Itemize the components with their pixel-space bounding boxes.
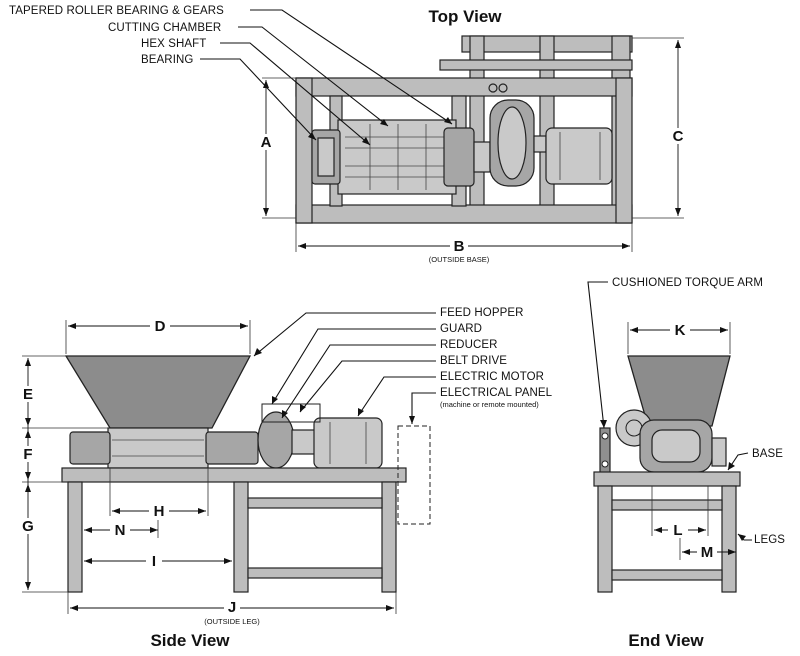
leader-cutting-chamber [238, 26, 389, 127]
end-view: End View CUSHIONED TORQUE ARM BASE LEGS [587, 277, 785, 650]
side-leg [67, 481, 83, 593]
end-base [593, 471, 741, 487]
side-leg [381, 481, 397, 593]
dim-i: I [152, 553, 156, 570]
dim-k: K [675, 322, 686, 339]
end-view-title: End View [628, 631, 704, 650]
side-view: Side View FEED HOPPER GUARD REDUCER BELT… [18, 307, 553, 650]
callout-electric-motor: ELECTRIC MOTOR [440, 371, 544, 383]
leader-electrical-panel [411, 392, 436, 424]
side-view-title: Side View [150, 631, 230, 650]
callout-bearing-gears: TAPERED ROLLER BEARING & GEARS [9, 5, 224, 17]
end-hopper [627, 355, 731, 427]
dim-b-note: (OUTSIDE BASE) [429, 255, 490, 264]
dim-m: M [701, 544, 714, 561]
cutting-chamber-side [107, 427, 209, 469]
dim-d: D [155, 318, 166, 335]
electric-motor-side [313, 417, 383, 469]
callout-base: BASE [752, 448, 783, 460]
dim-f: F [23, 446, 32, 463]
callout-electrical-panel-note: (machine or remote mounted) [440, 400, 539, 409]
leader-hex-shaft [220, 42, 371, 146]
feed-hopper [64, 355, 252, 429]
callout-feed-hopper: FEED HOPPER [440, 307, 524, 319]
reducer-side [257, 411, 295, 469]
leader-belt-drive [299, 360, 436, 413]
dim-l: L [673, 522, 682, 539]
leader-guard [271, 328, 436, 405]
leader-feed-hopper [253, 312, 436, 357]
belt-drive-side [291, 429, 317, 455]
dim-e: E [23, 386, 33, 403]
end-leg [721, 485, 737, 593]
dim-b: B [454, 238, 465, 255]
electric-motor [545, 127, 613, 185]
top-view: Top View [9, 5, 688, 264]
left-base-rail [295, 77, 313, 224]
side-leg [233, 481, 249, 593]
callout-legs: LEGS [754, 534, 785, 546]
electrical-panel [397, 425, 431, 525]
leader-torque-arm [587, 281, 608, 429]
leader-bearing [200, 58, 317, 141]
callout-bearing: BEARING [141, 54, 193, 66]
frame-rail [439, 59, 633, 71]
bottom-base-rail [295, 204, 633, 224]
callout-belt-drive: BELT DRIVE [440, 355, 507, 367]
callout-cutting-chamber: CUTTING CHAMBER [108, 22, 221, 34]
side-base [61, 467, 407, 483]
dim-j: J [228, 599, 236, 616]
leader-electric-motor [357, 376, 436, 417]
dim-c: C [673, 128, 684, 145]
dim-h: H [154, 503, 165, 520]
dim-n: N [115, 522, 126, 539]
callout-reducer: REDUCER [440, 339, 498, 351]
leader-bearing-gears [250, 9, 453, 125]
top-view-title: Top View [428, 7, 502, 26]
dim-j-note: (OUTSIDE LEG) [204, 617, 260, 626]
dim-a: A [261, 134, 272, 151]
dim-g: G [22, 518, 34, 535]
bearing-block-side [69, 431, 111, 465]
leader-reducer [281, 344, 436, 419]
callout-torque-arm: CUSHIONED TORQUE ARM [612, 277, 763, 289]
callout-electrical-panel: ELECTRICAL PANEL [440, 387, 553, 399]
callout-guard: GUARD [440, 323, 482, 335]
callout-hex-shaft: HEX SHAFT [141, 38, 206, 50]
cutting-chamber [337, 119, 457, 195]
right-base-rail [615, 77, 633, 224]
gear-housing [443, 127, 475, 187]
end-leg [597, 485, 613, 593]
